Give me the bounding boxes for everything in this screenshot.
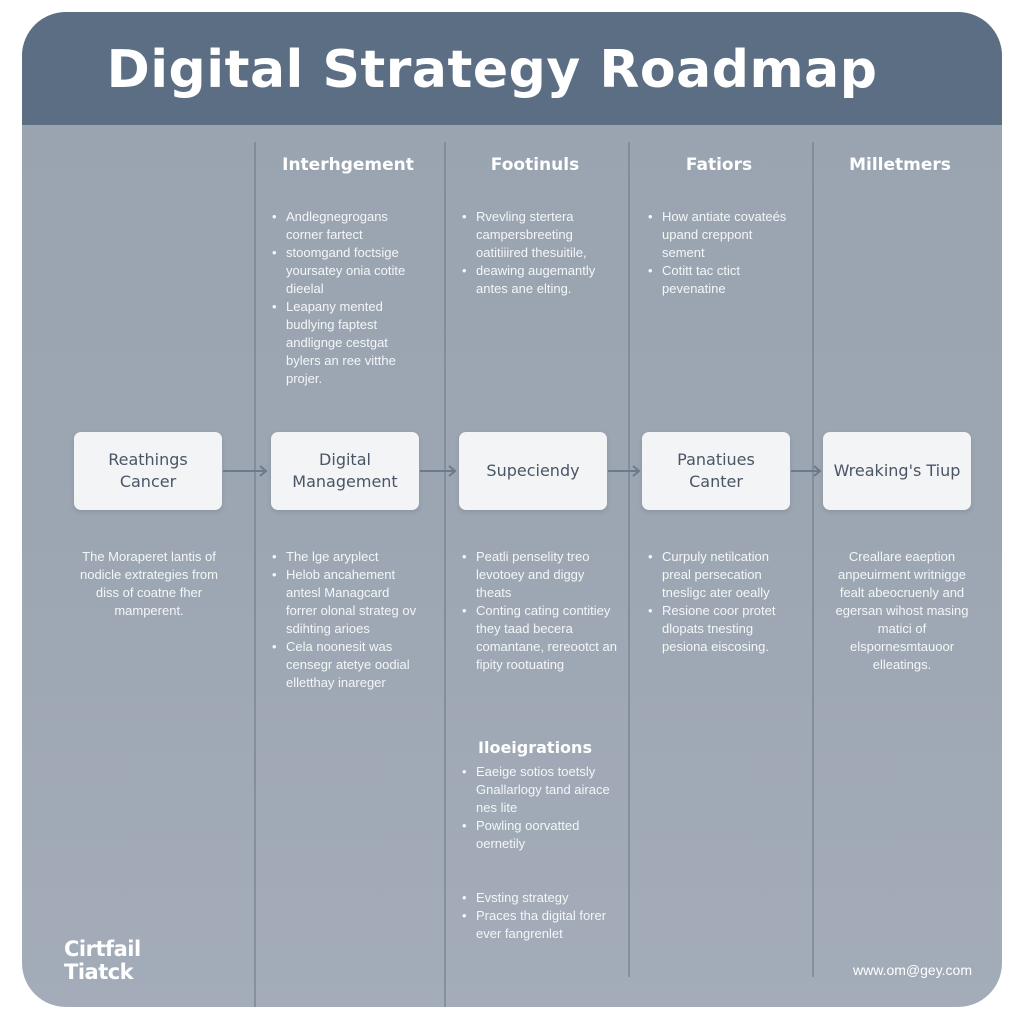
bullet-list: How antiate covateés upand creppont seme…	[648, 208, 796, 298]
node-label: Reathings Cancer	[108, 450, 188, 491]
list-item: Praces tha digital forer ever fangrenlet	[462, 907, 620, 943]
list-item: Evsting strategy	[462, 889, 620, 907]
list-item: Powling oorvatted oernetily	[462, 817, 620, 853]
column-divider	[628, 142, 630, 977]
bullet-list: Rvevling stertera campersbreeting oatiti…	[462, 208, 620, 298]
list-item: stoomgand foctsige yoursatey onia cotite…	[272, 244, 422, 298]
list-item: Curpuly netilcation preal persecation tn…	[648, 548, 796, 602]
flow-node[interactable]: Digital Management	[271, 432, 419, 510]
list-item: Resione coor protet dlopats tnesting pes…	[648, 602, 796, 656]
node-description: Creallare eaeption anpeuirment writnigge…	[835, 549, 969, 672]
list-item: How antiate covateés upand creppont seme…	[648, 208, 796, 262]
node-description: The Moraperet lantis of nodicle extrateg…	[79, 549, 218, 618]
column-divider	[254, 142, 256, 1007]
list-item: The lge aryplect	[272, 548, 422, 566]
list-item: Eaeige sotios toetsly Gnallarlogy tand a…	[462, 763, 620, 817]
section-heading: Iloeigrations	[478, 738, 592, 757]
list-item: Peatli penselity treo levotoey and diggy…	[462, 548, 620, 602]
arrow-right-icon	[608, 465, 641, 477]
node-label: Wreaking's Tiup	[833, 461, 961, 480]
list-item: Conting cating contitiey they taad becer…	[462, 602, 620, 674]
roadmap-card: Digital Strategy Roadmap Interhgement Fo…	[22, 12, 1002, 1007]
node-label: Digital Management	[292, 450, 398, 491]
list-item: Helob ancahement antesl Managcard forrer…	[272, 566, 422, 638]
flow-node[interactable]: Reathings Cancer	[74, 432, 222, 510]
flow-node[interactable]: Panatiues Canter	[642, 432, 790, 510]
arrow-right-icon	[420, 465, 457, 477]
node-label: Panatiues Canter	[677, 450, 755, 491]
column-divider	[812, 142, 814, 977]
bullet-list: Peatli penselity treo levotoey and diggy…	[462, 548, 620, 674]
list-item: deawing augemantly antes ane elting.	[462, 262, 620, 298]
node-label: Supeciendy	[486, 461, 580, 480]
column-heading: Fatiors	[685, 155, 753, 175]
arrow-right-icon	[223, 465, 268, 477]
list-item: Cela noonesit was censegr atetye oodial …	[272, 638, 422, 692]
list-item: Leapany mented budlying faptest andligng…	[272, 298, 422, 388]
flow-node[interactable]: Supeciendy	[459, 432, 607, 510]
bullet-list: Curpuly netilcation preal persecation tn…	[648, 548, 796, 656]
column-divider	[444, 142, 446, 1007]
column-heading: Interhgement	[282, 155, 414, 175]
list-item: Andlegnegrogans corner fartect	[272, 208, 422, 244]
list-item: Rvevling stertera campersbreeting oatiti…	[462, 208, 620, 262]
column-heading: Footinuls	[490, 155, 580, 175]
list-item: Cotitt tac ctict pevenatine	[648, 262, 796, 298]
arrow-right-icon	[791, 465, 822, 477]
flow-node[interactable]: Wreaking's Tiup	[823, 432, 971, 510]
bullet-list: Andlegnegrogans corner fartect stoomgand…	[272, 208, 422, 388]
header-bar	[22, 12, 1002, 125]
bullet-list: Evsting strategy Praces tha digital fore…	[462, 889, 620, 943]
footer-url[interactable]: www.om@gey.com	[853, 962, 972, 978]
bullet-list: Eaeige sotios toetsly Gnallarlogy tand a…	[462, 763, 620, 853]
bullet-list: The lge aryplect Helob ancahement antesl…	[272, 548, 422, 692]
brand-logo: Cirtfail Tiatck	[64, 937, 141, 984]
page-title: Digital Strategy Roadmap	[106, 40, 878, 100]
column-heading: Milletmers	[849, 155, 951, 175]
